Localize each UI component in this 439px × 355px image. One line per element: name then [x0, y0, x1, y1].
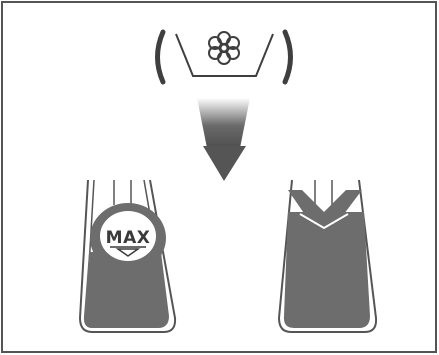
cup-fill — [284, 212, 370, 328]
max-label: MAX — [106, 228, 151, 248]
